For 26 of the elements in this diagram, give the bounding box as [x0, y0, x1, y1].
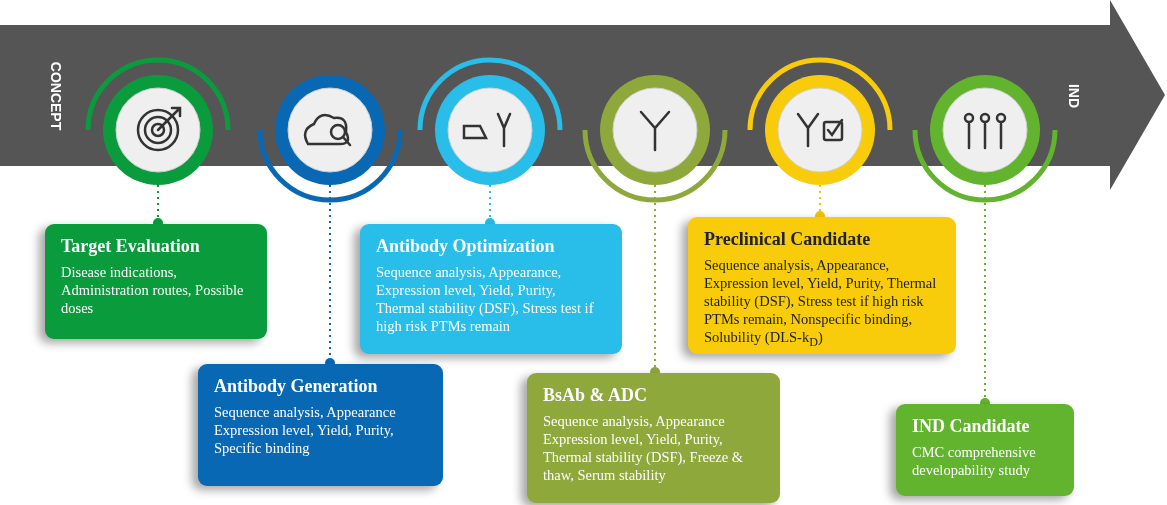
- stage-circle: [600, 75, 710, 185]
- stage-circle: [435, 75, 545, 185]
- card-text: Disease indications, Administration routes, Possible doses: [61, 263, 245, 317]
- stage-card: [45, 224, 267, 339]
- card-title: BsAb & ADC: [543, 385, 649, 406]
- card-text: Sequence analysis, Appearance Expression level, Yield, Purity, Thermal stability (DSF), Freeze & thaw, Serum stability: [543, 412, 745, 484]
- stage-card: [896, 404, 1074, 496]
- card-text: Sequence analysis, Appearance, Expression level, Yield, Purity, Thermal stability (DSF), Stress test if high risk PTMs remain: [376, 263, 595, 335]
- stage-label: CONCEPT: [48, 61, 65, 131]
- stage-circle: [930, 75, 1040, 185]
- card-title: Antibody Generation: [214, 376, 379, 397]
- stage-circle: [103, 75, 213, 185]
- card-title: Antibody Optimization: [376, 236, 556, 257]
- card-text: Sequence analysis, Appearance Expression level, Yield, Purity, Specific binding: [214, 403, 397, 457]
- stage-circle: [275, 75, 385, 185]
- stage-card: [527, 373, 780, 503]
- stage-circle: [765, 75, 875, 185]
- card-text: Sequence analysis, Appearance, Expression level, Yield, Purity, Thermal stability (DSF), Stress test if high risk PTMs remain, Nonspecific binding, Solubility (DLS-k$_{D}$): [704, 256, 938, 351]
- card-title: Preclinical Candidate: [704, 229, 872, 250]
- stage-card: [360, 224, 622, 354]
- stage-card: [688, 217, 956, 354]
- card-text: CMC comprehensive developability study: [912, 443, 1037, 479]
- stage-card: [198, 364, 443, 486]
- card-title: IND Candidate: [912, 416, 1031, 437]
- stage-label: IND: [1066, 83, 1083, 109]
- card-title: Target Evaluation: [61, 236, 201, 257]
